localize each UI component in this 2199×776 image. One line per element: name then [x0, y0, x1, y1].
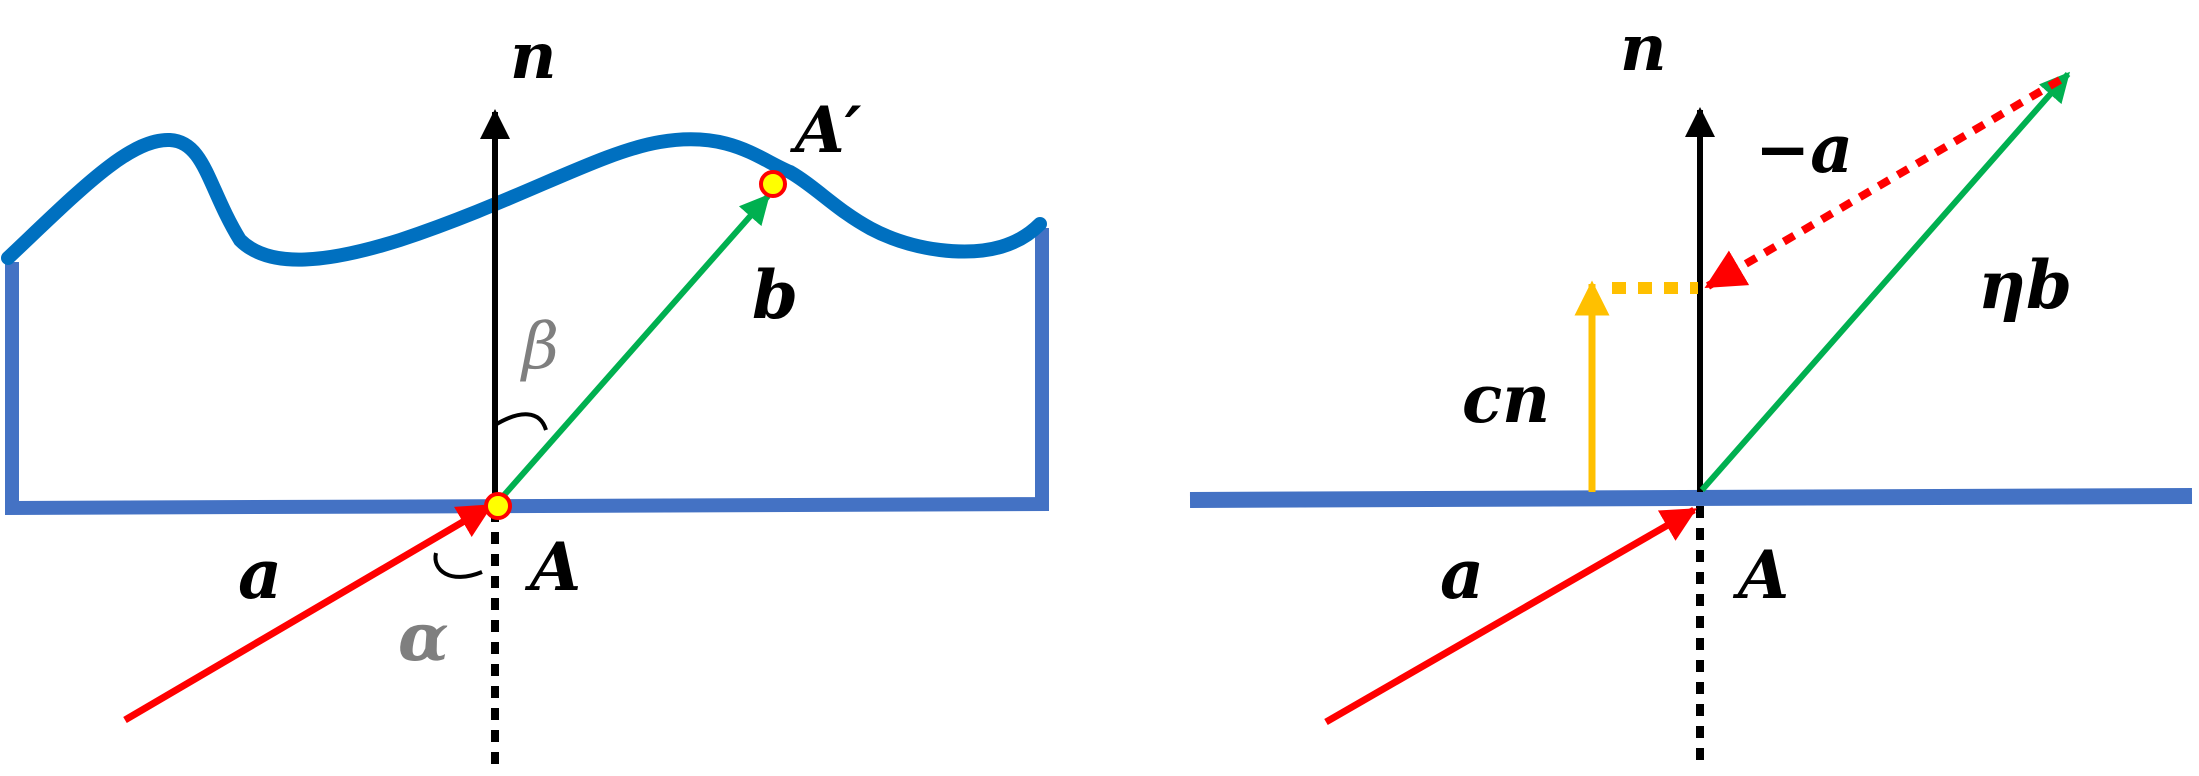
refraction-angle-arc — [493, 412, 548, 431]
label-vector-a: a — [1440, 535, 1484, 615]
label-angle-beta: β — [520, 310, 559, 384]
label-point-a: A — [524, 528, 581, 606]
label-normal-n: n — [1620, 11, 1667, 86]
incident-vector-a — [123, 502, 494, 724]
refracted-vector-b — [495, 193, 771, 504]
point-a-marker — [484, 492, 512, 520]
label-eta-b: ηb — [1978, 246, 2072, 324]
label-angle-alpha: α — [398, 598, 449, 676]
incident-vector-a — [1324, 506, 1698, 726]
negative-incident-vector — [1704, 76, 2063, 290]
point-a-prime-marker — [759, 170, 787, 198]
scaled-refracted-vector — [1699, 71, 2071, 492]
medium-top-surface — [1, 132, 1047, 267]
left-panel: n A′ b β a A α — [1, 19, 1049, 770]
label-normal-n: n — [510, 19, 557, 94]
label-negative-a: −a — [1755, 110, 1853, 188]
label-point-a-prime: A′ — [790, 93, 862, 168]
incidence-angle-arc — [433, 552, 483, 579]
label-cn: cn — [1462, 360, 1550, 438]
label-point-a: A — [1732, 536, 1789, 614]
interface-surface — [1189, 488, 2193, 508]
right-panel: n −a ηb cn a A — [1189, 11, 2193, 770]
label-vector-b: b — [752, 256, 798, 334]
medium-boundary — [4, 228, 1049, 516]
label-vector-a: a — [238, 535, 282, 615]
